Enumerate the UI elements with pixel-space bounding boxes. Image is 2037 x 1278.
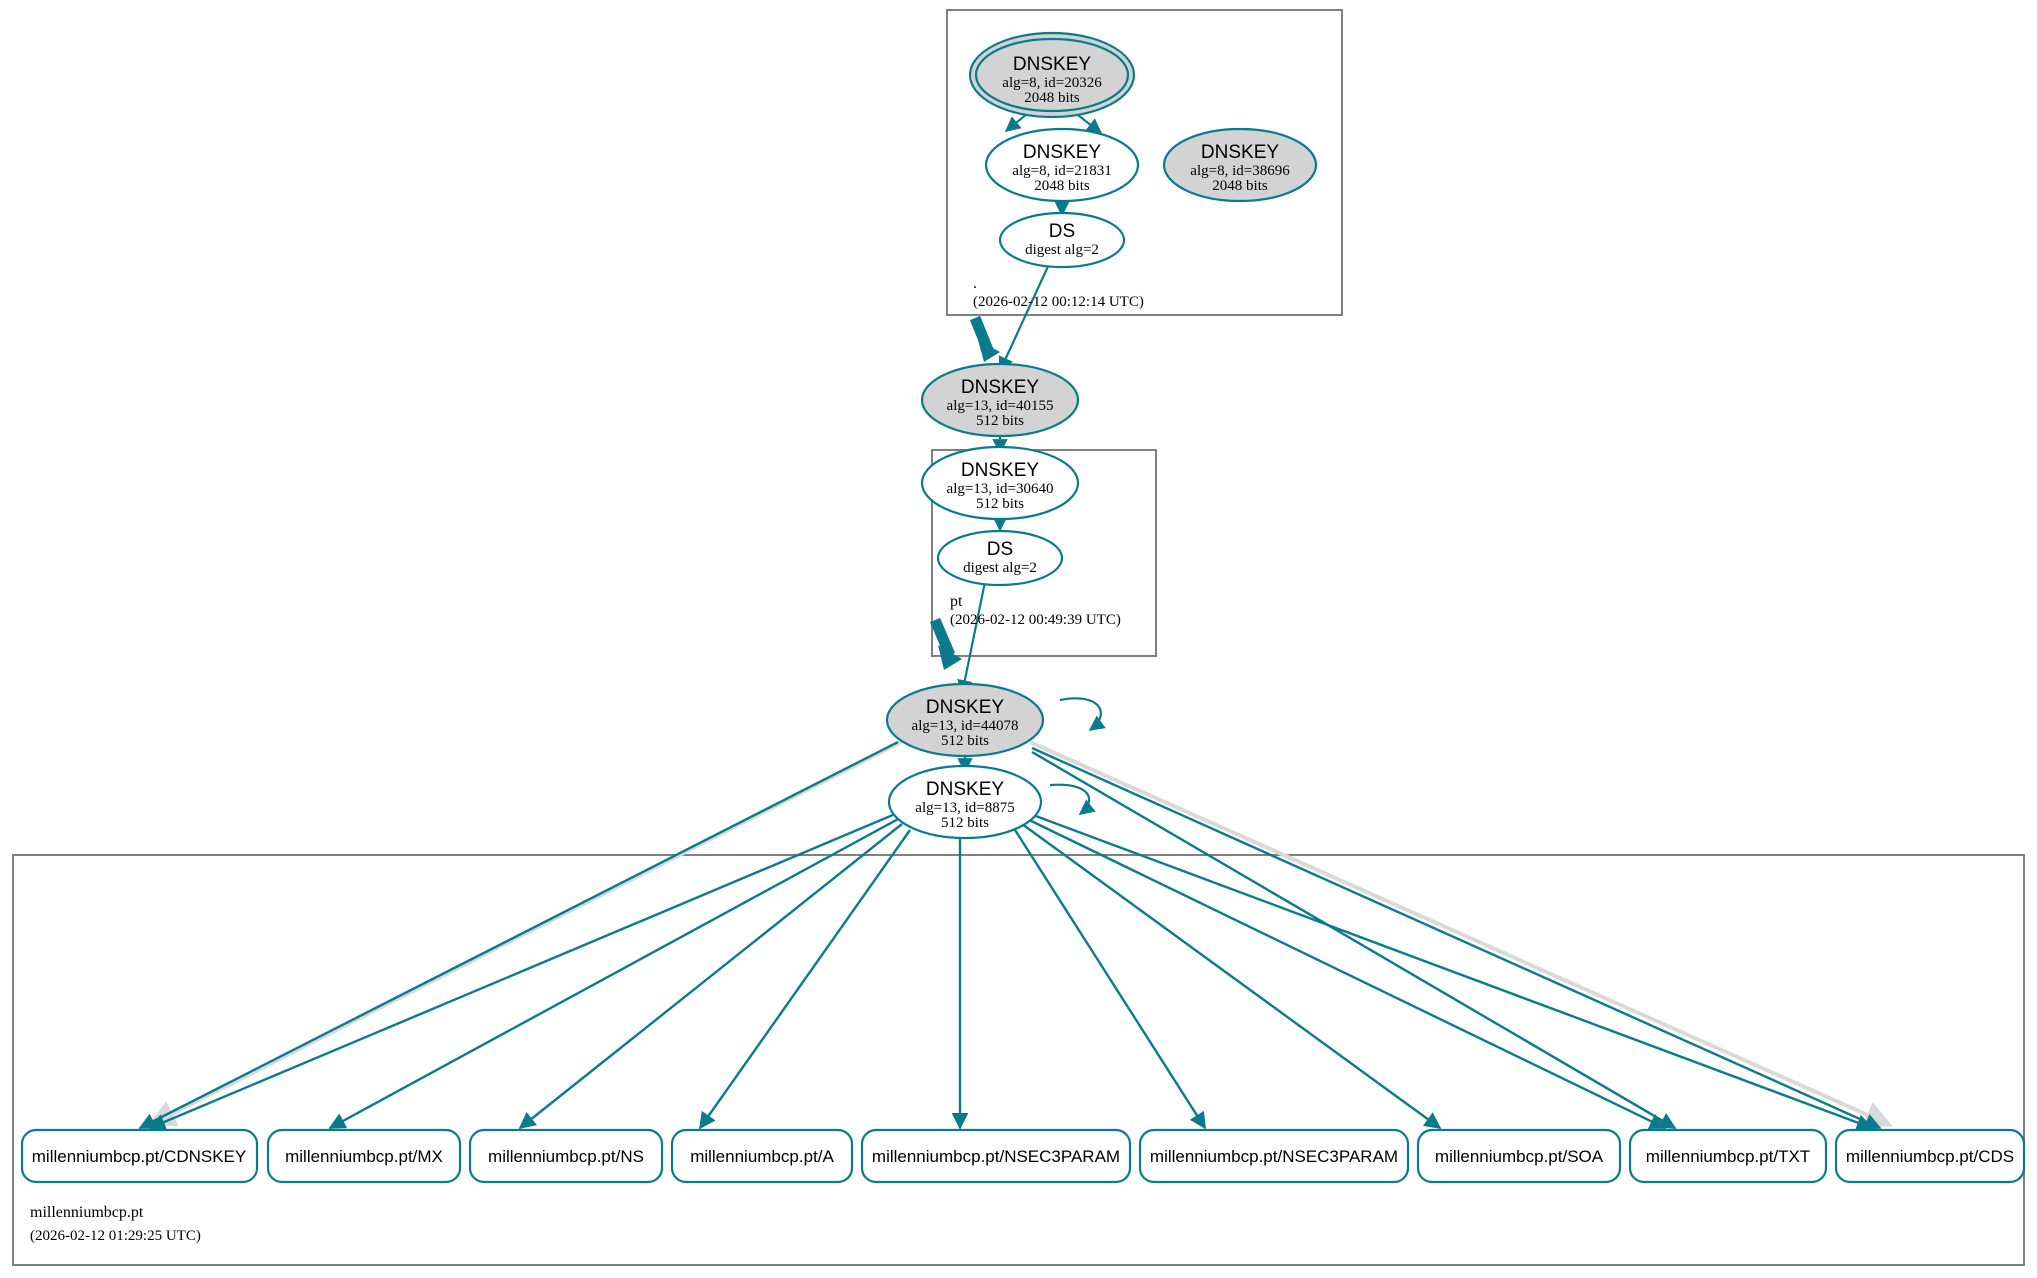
node-ellipse bbox=[920, 362, 1080, 438]
node-ellipse bbox=[1162, 127, 1318, 203]
zone-label-pt: pt bbox=[950, 593, 963, 610]
edge-delegation-pt-to-mbcp-head bbox=[938, 645, 962, 670]
node-label-keysize: 512 bits bbox=[976, 413, 1024, 429]
rrset-node-soa[interactable]: millenniumbcp.pt/SOA bbox=[1416, 1128, 1622, 1184]
node-label-type: DNSKEY bbox=[1013, 54, 1091, 75]
node-pt-zsk-dnskey[interactable]: DNSKEY alg=13, id=30640 512 bits bbox=[920, 445, 1080, 521]
zone-label-millenniumbcp: millenniumbcp.pt bbox=[30, 1204, 144, 1221]
rrset-node-cdnskey[interactable]: millenniumbcp.pt/CDNSKEY bbox=[20, 1128, 259, 1184]
node-pt-ksk-dnskey[interactable]: DNSKEY alg=13, id=40155 512 bits bbox=[920, 362, 1080, 438]
rrset-node-cds[interactable]: millenniumbcp.pt/CDS bbox=[1834, 1128, 2026, 1184]
node-label-type: DNSKEY bbox=[961, 377, 1039, 398]
node-mbcp-zsk-dnskey[interactable]: DNSKEY alg=13, id=8875 512 bits bbox=[887, 764, 1043, 840]
node-root-dnskey-21831[interactable]: DNSKEY alg=8, id=21831 2048 bits bbox=[984, 127, 1140, 203]
rrset-box bbox=[1138, 1128, 1410, 1184]
node-ellipse bbox=[984, 127, 1140, 203]
zone-timestamp-millenniumbcp: (2026-02-12 01:29:25 UTC) bbox=[30, 1228, 201, 1244]
node-label-type: DS bbox=[1049, 221, 1075, 242]
edge-self-loop-mbcp-zsk bbox=[1049, 783, 1096, 815]
node-label-keysize: 512 bits bbox=[941, 733, 989, 749]
node-label-keysize: 512 bits bbox=[941, 815, 989, 831]
node-label-type: DNSKEY bbox=[1201, 142, 1279, 163]
edge-ksk-to-cds bbox=[1031, 746, 1882, 1130]
rrset-node-nsec3param-1[interactable]: millenniumbcp.pt/NSEC3PARAM bbox=[860, 1128, 1132, 1184]
rrset-label: millenniumbcp.pt/TXT bbox=[1646, 1147, 1810, 1166]
node-ellipse bbox=[998, 211, 1126, 269]
edge-self-loop-mbcp-ksk bbox=[1059, 697, 1106, 731]
node-label-digest: digest alg=2 bbox=[963, 560, 1037, 576]
node-label-alg-id: alg=8, id=21831 bbox=[1012, 163, 1111, 179]
node-inner-ring bbox=[974, 37, 1130, 113]
rrset-node-a[interactable]: millenniumbcp.pt/A bbox=[670, 1128, 854, 1184]
rrset-node-txt[interactable]: millenniumbcp.pt/TXT bbox=[1628, 1128, 1828, 1184]
rrset-box bbox=[1416, 1128, 1622, 1184]
node-label-digest: digest alg=2 bbox=[1025, 242, 1099, 258]
node-ellipse bbox=[887, 764, 1043, 840]
rrset-box bbox=[670, 1128, 854, 1184]
node-label-type: DNSKEY bbox=[926, 779, 1004, 800]
edge-delegation-root-to-pt-head bbox=[978, 340, 1000, 362]
edge-zsk-to-ns bbox=[518, 823, 903, 1130]
node-mbcp-ksk-dnskey[interactable]: DNSKEY alg=13, id=44078 512 bits bbox=[885, 682, 1045, 758]
zone-timestamp-root: (2026-02-12 00:12:14 UTC) bbox=[973, 294, 1144, 310]
node-label-keysize: 2048 bits bbox=[1024, 90, 1080, 106]
node-ellipse bbox=[885, 682, 1045, 758]
node-root-dnskey-38696[interactable]: DNSKEY alg=8, id=38696 2048 bits bbox=[1162, 127, 1318, 203]
zone-box-millenniumbcp bbox=[12, 854, 2025, 1266]
node-label-type: DS bbox=[987, 539, 1013, 560]
rrset-box bbox=[266, 1128, 462, 1184]
edge-ksk-to-cdnskey bbox=[138, 740, 899, 1130]
rrset-box bbox=[1628, 1128, 1828, 1184]
node-label-keysize: 512 bits bbox=[976, 496, 1024, 512]
node-label-alg-id: alg=8, id=20326 bbox=[1002, 75, 1102, 91]
edge-gray-ksk-to-cdnskey bbox=[147, 738, 906, 1127]
edge-delegation-pt-to-mbcp bbox=[929, 617, 956, 658]
zone-label-root: . bbox=[973, 275, 977, 292]
edge-root-ds-to-pt-ksk bbox=[998, 261, 1051, 373]
edge-zsk-to-mx bbox=[328, 816, 901, 1130]
rrset-node-nsec3param-2[interactable]: millenniumbcp.pt/NSEC3PARAM bbox=[1138, 1128, 1410, 1184]
edge-zsk-to-txt bbox=[1024, 816, 1667, 1130]
node-label-alg-id: alg=13, id=40155 bbox=[947, 398, 1054, 414]
node-label-alg-id: alg=13, id=44078 bbox=[912, 718, 1019, 734]
edge-zsk-to-cds bbox=[1024, 810, 1874, 1131]
node-label-type: DNSKEY bbox=[961, 460, 1039, 481]
node-label-alg-id: alg=8, id=38696 bbox=[1190, 163, 1290, 179]
rrset-label: millenniumbcp.pt/SOA bbox=[1435, 1147, 1604, 1166]
rrset-box bbox=[1834, 1128, 2026, 1184]
node-label-keysize: 2048 bits bbox=[1212, 178, 1268, 194]
node-label-type: DNSKEY bbox=[1023, 142, 1101, 163]
zone-box-root bbox=[946, 9, 1343, 316]
rrset-box bbox=[20, 1128, 259, 1184]
node-root-ksk-dnskey[interactable]: DNSKEY alg=8, id=20326 2048 bits bbox=[968, 31, 1136, 119]
edge-zsk-to-cdnskey bbox=[148, 810, 901, 1130]
node-pt-ds[interactable]: DS digest alg=2 bbox=[936, 529, 1064, 587]
rrset-label: millenniumbcp.pt/CDNSKEY bbox=[32, 1147, 246, 1166]
node-label-alg-id: alg=13, id=8875 bbox=[915, 800, 1014, 816]
rrset-label: millenniumbcp.pt/NSEC3PARAM bbox=[1150, 1147, 1398, 1166]
rrset-node-mx[interactable]: millenniumbcp.pt/MX bbox=[266, 1128, 462, 1184]
rrset-label: millenniumbcp.pt/A bbox=[690, 1147, 834, 1166]
node-root-ds[interactable]: DS digest alg=2 bbox=[998, 211, 1126, 269]
node-label-keysize: 2048 bits bbox=[1034, 178, 1090, 194]
rrset-box bbox=[468, 1128, 664, 1184]
zone-box-pt bbox=[931, 449, 1157, 657]
rrset-label: millenniumbcp.pt/NS bbox=[488, 1147, 644, 1166]
edge-zsk-to-nsec3param2 bbox=[1013, 829, 1207, 1130]
edge-ksk-to-txt bbox=[1031, 750, 1677, 1130]
rrset-label: millenniumbcp.pt/CDS bbox=[1846, 1147, 2014, 1166]
zone-timestamp-pt: (2026-02-12 00:49:39 UTC) bbox=[950, 612, 1121, 628]
rrset-label: millenniumbcp.pt/NSEC3PARAM bbox=[872, 1147, 1120, 1166]
edge-zsk-to-a bbox=[699, 829, 911, 1130]
node-label-type: DNSKEY bbox=[926, 697, 1004, 718]
edge-gray-ksk-to-cds bbox=[1029, 740, 1893, 1128]
rrset-label: millenniumbcp.pt/MX bbox=[285, 1147, 443, 1166]
node-label-alg-id: alg=13, id=30640 bbox=[947, 481, 1054, 497]
node-ellipse bbox=[936, 529, 1064, 587]
node-ellipse bbox=[920, 445, 1080, 521]
edge-zsk-to-soa bbox=[1021, 823, 1442, 1129]
rrset-node-ns[interactable]: millenniumbcp.pt/NS bbox=[468, 1128, 664, 1184]
edge-pt-ds-to-mbcp-ksk bbox=[957, 581, 987, 696]
rrset-box bbox=[860, 1128, 1132, 1184]
